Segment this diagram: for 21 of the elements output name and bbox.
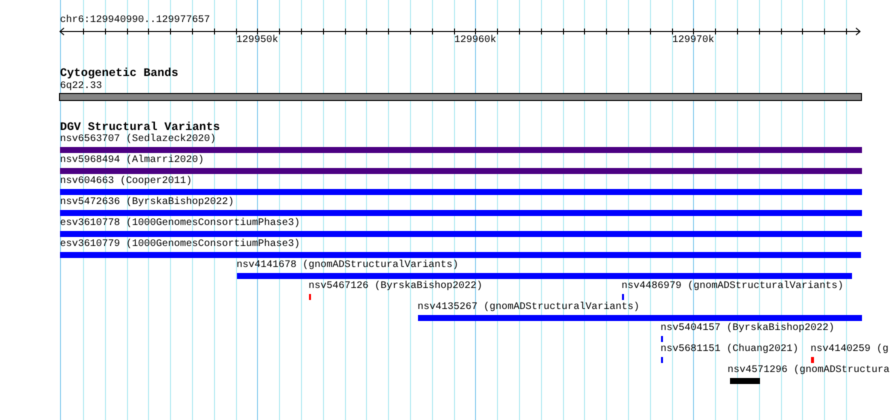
- tick-label: 129970k: [672, 34, 714, 47]
- variant-label: nsv604663 (Cooper2011): [60, 176, 192, 188]
- variant-label: nsv4571296 (gnomADStructura: [728, 365, 890, 377]
- variant-label: nsv4141678 (gnomADStructuralVariants): [236, 260, 459, 272]
- location-label: chr6:129940990..129977657: [60, 15, 210, 28]
- variant-label: nsv4135267 (gnomADStructuralVariants): [418, 302, 640, 314]
- variant-label: nsv5404157 (ByrskaBishop2022): [660, 323, 835, 335]
- variant-label: esv3610779 (1000GenomesConsortiumPhase3): [60, 239, 300, 251]
- variant-label: nsv5681151 (Chuang2021): [660, 344, 799, 356]
- tick-label: 129950k: [236, 34, 278, 47]
- variant-label: nsv4486979 (gnomADStructuralVariants): [622, 281, 844, 294]
- variant-label: nsv6563707 (Sedlazeck2020): [60, 134, 216, 146]
- variant-label: nsv5467126 (ByrskaBishop2022): [308, 281, 483, 294]
- variant-label: nsv5472636 (ByrskaBishop2022): [60, 197, 234, 209]
- variant-label: nsv4140259 (g: [810, 344, 889, 356]
- track-title: DGV Structural Variants: [60, 121, 220, 134]
- tick-label: 129960k: [454, 34, 496, 47]
- track-title: Cytogenetic Bands: [60, 66, 178, 80]
- variant-label: esv3610778 (1000GenomesConsortiumPhase3): [60, 218, 300, 230]
- band-label: 6q22.33: [60, 80, 102, 93]
- variant-label: nsv5968494 (Almarri2020): [60, 155, 204, 167]
